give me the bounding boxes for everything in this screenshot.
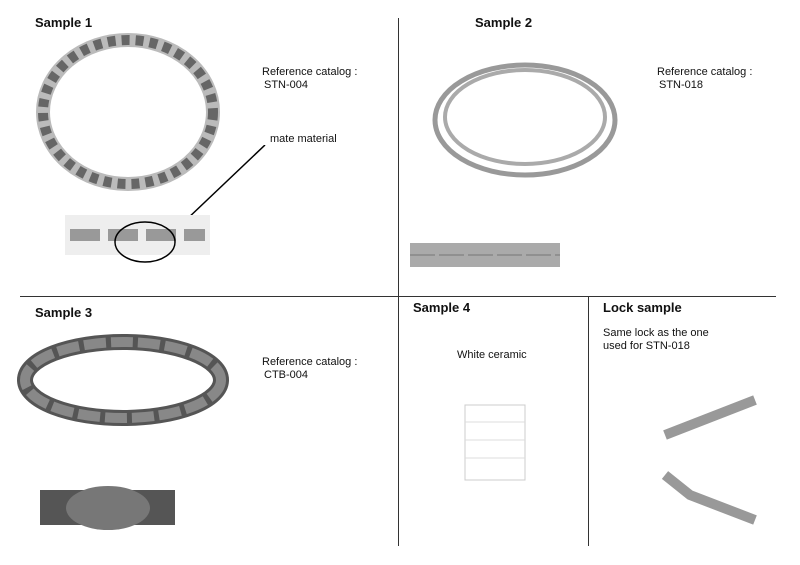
- sample3-detail-image: [40, 486, 175, 530]
- lock-note-line2: used for STN-018: [603, 340, 690, 352]
- sample1-annotation: mate material: [270, 133, 337, 145]
- sample1-necklace-image: [36, 33, 220, 191]
- sample3-bracelet-image: [17, 334, 229, 426]
- divider-vertical-main: [398, 18, 399, 546]
- sample2-ref-label: Reference catalog :: [657, 66, 753, 78]
- sample3-title: Sample 3: [35, 305, 93, 320]
- sample3-ref-label: Reference catalog :: [262, 356, 358, 368]
- sample3-ref-code: CTB-004: [264, 369, 309, 381]
- sample1-title: Sample 1: [35, 15, 93, 30]
- sample2-ref-code: STN-018: [659, 79, 704, 91]
- sample2-necklace-image: [432, 62, 618, 178]
- lock-title: Lock sample: [603, 300, 682, 315]
- sample4-title: Sample 4: [413, 300, 471, 315]
- sample1-ref-label: Reference catalog :: [262, 66, 358, 78]
- sample1-ref-code: STN-004: [264, 79, 309, 91]
- sample2-title: Sample 2: [475, 15, 533, 30]
- sample1-detail-image: [65, 145, 266, 263]
- sample4-note: White ceramic: [457, 349, 527, 361]
- lock-image: [661, 395, 757, 525]
- divider-horizontal: [20, 296, 776, 297]
- divider-vertical-lower: [588, 296, 589, 546]
- lock-note-line1: Same lock as the one: [603, 327, 709, 339]
- sample4-ceramic-image: [464, 404, 526, 481]
- sample2-detail-image: [410, 243, 560, 267]
